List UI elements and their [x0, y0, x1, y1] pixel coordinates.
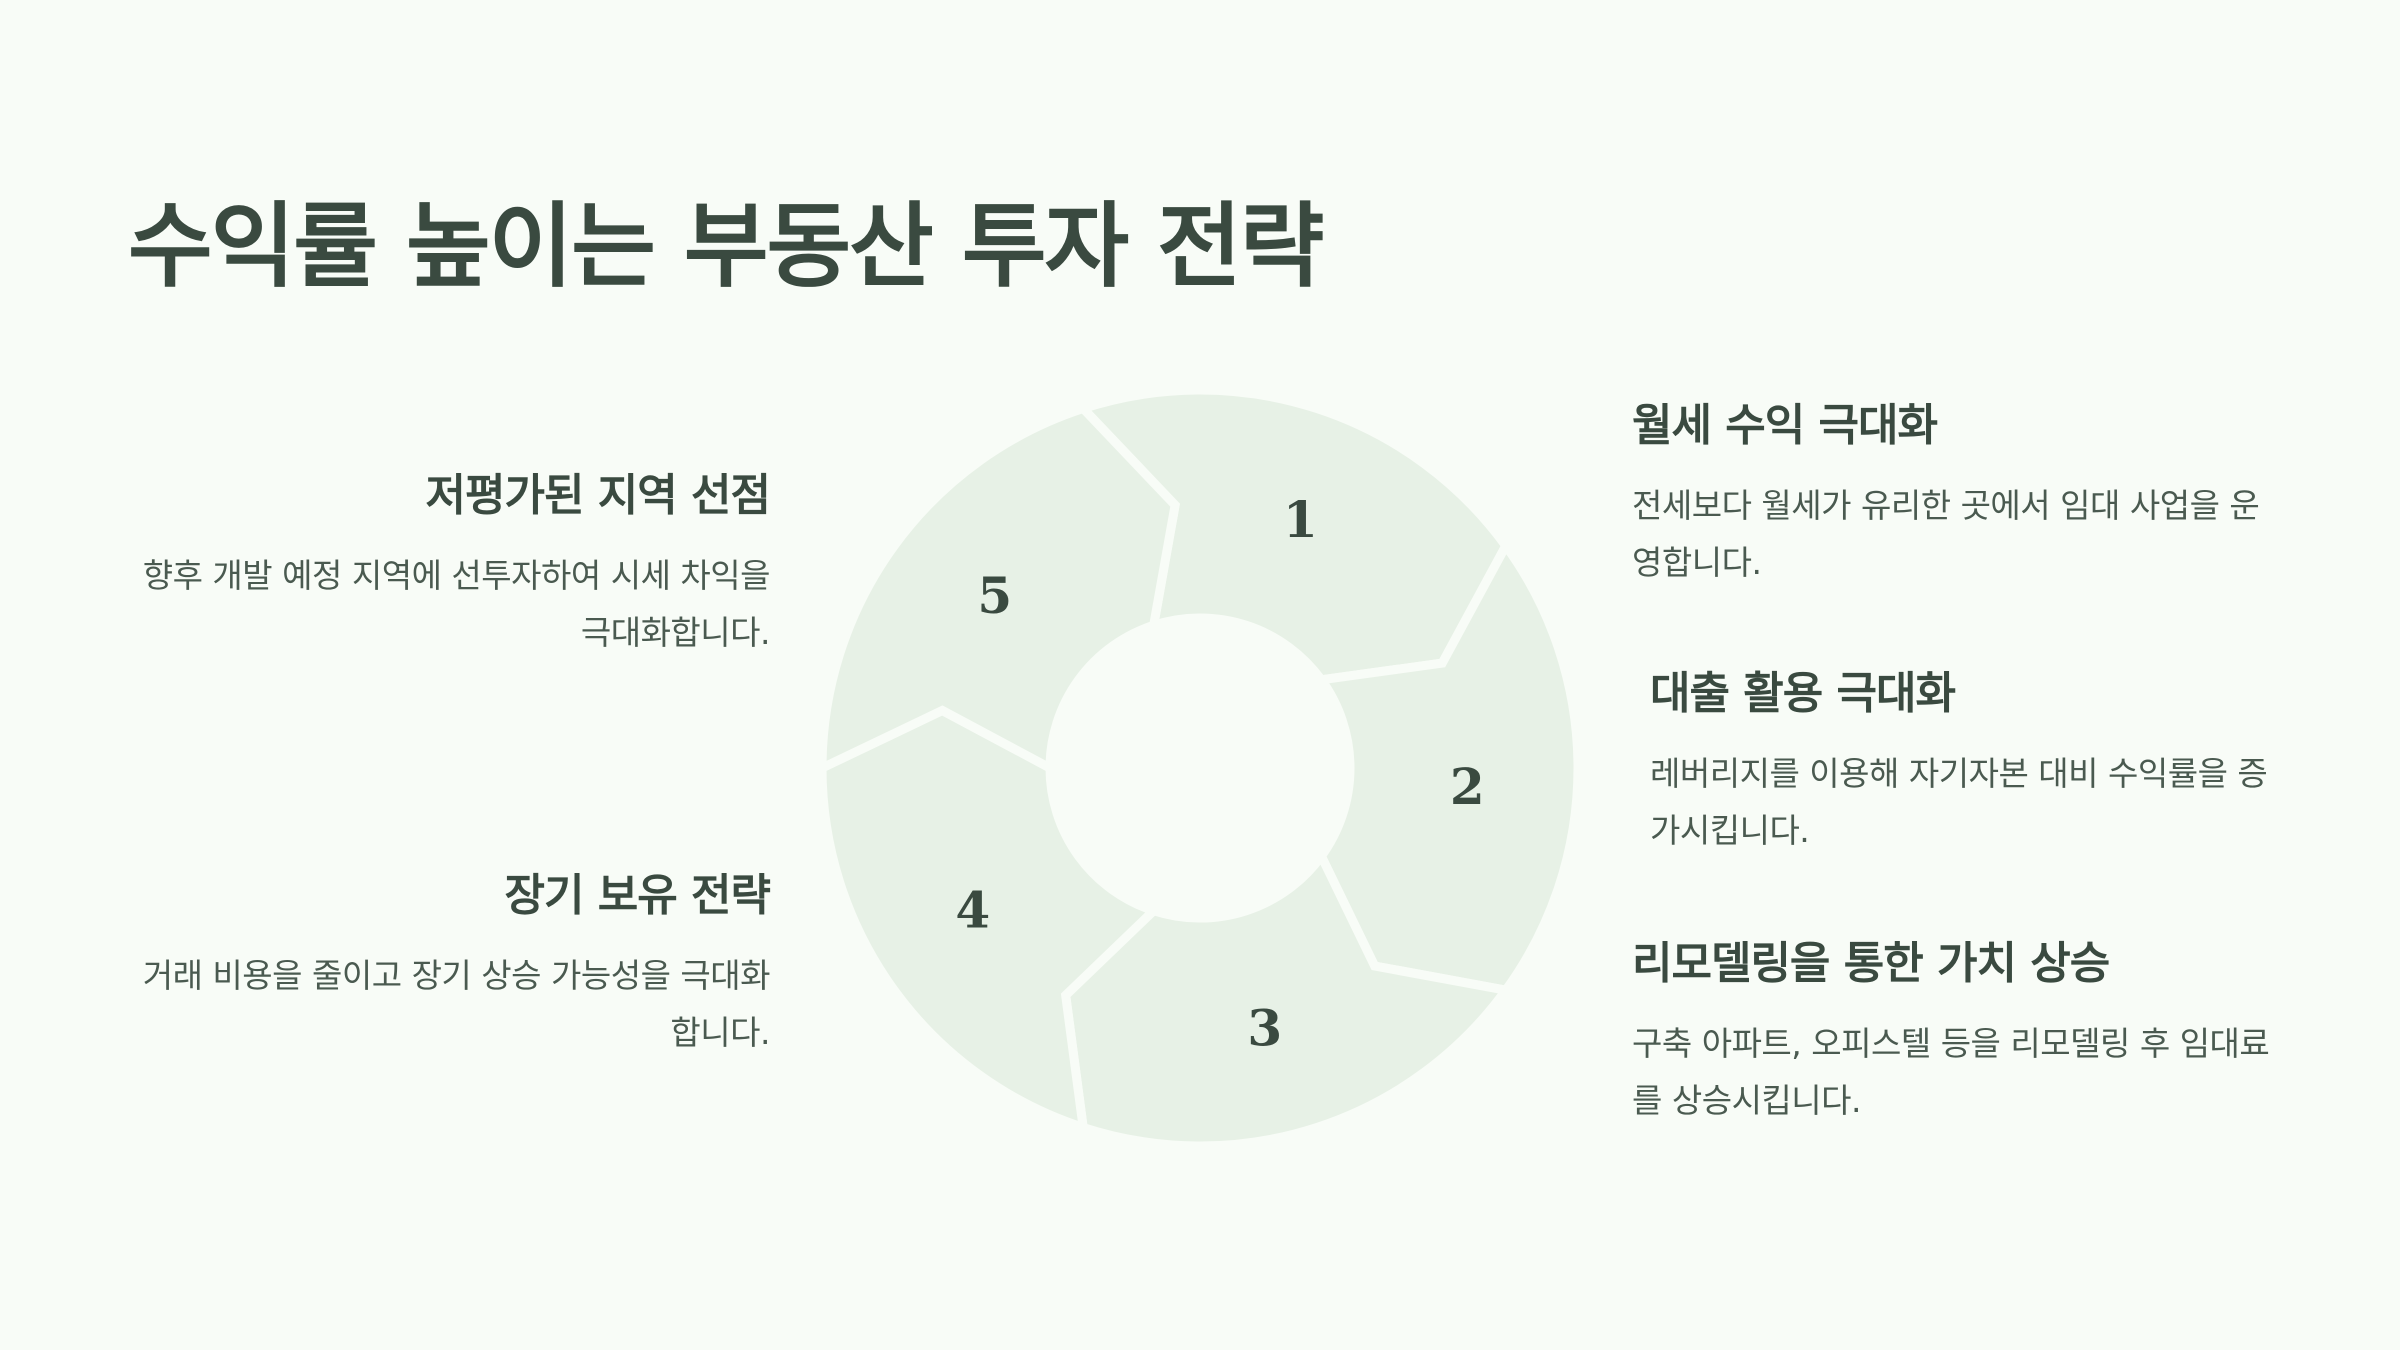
- step-4-block: 리모델링을 통한 가치 상승 구축 아파트, 오피스텔 등을 리모델링 후 임대…: [1632, 938, 2272, 1129]
- step-5-description: 거래 비용을 줄이고 장기 상승 가능성을 극대화합니다.: [142, 955, 771, 1052]
- page-title: 수익률 높이는 부동산 투자 전략: [128, 193, 1324, 300]
- cycle-number-4: 4: [955, 881, 990, 940]
- cycle-segment-2: [1313, 537, 1583, 996]
- cycle-segment-4: [817, 705, 1163, 1134]
- cycle-number-1: 1: [1283, 490, 1318, 549]
- step-3-heading: 대출 활용 극대화: [1650, 668, 1956, 719]
- step-1-block: 저평가된 지역 선점 향후 개발 예정 지역에 선투자하여 시세 차익을 극대화…: [130, 470, 771, 661]
- step-3-block: 대출 활용 극대화 레버리지를 이용해 자기자본 대비 수익률을 증가시킵니다.: [1650, 668, 2270, 859]
- step-2-description: 전세보다 월세가 유리한 곳에서 임대 사업을 운영합니다.: [1632, 485, 2260, 582]
- step-4-heading: 리모델링을 통한 가치 상승: [1632, 938, 2110, 989]
- step-5-heading: 장기 보유 전략: [504, 870, 771, 921]
- cycle-number-2: 2: [1450, 757, 1485, 816]
- step-4-description: 구축 아파트, 오피스텔 등을 리모델링 후 임대료를 상승시킵니다.: [1632, 1023, 2270, 1120]
- step-2-heading: 월세 수익 극대화: [1632, 400, 1938, 451]
- step-1-description: 향후 개발 예정 지역에 선투자하여 시세 차익을 극대화합니다.: [142, 555, 771, 652]
- cycle-number-5: 5: [977, 566, 1012, 625]
- cycle-number-3: 3: [1247, 999, 1282, 1058]
- cycle-segment-3: [1060, 847, 1514, 1151]
- cycle-diagram: 1 2 3 4 5: [817, 385, 1583, 1151]
- cycle-segment-1: [1075, 385, 1512, 685]
- step-1-heading: 저평가된 지역 선점: [425, 470, 771, 521]
- step-3-description: 레버리지를 이용해 자기자본 대비 수익률을 증가시킵니다.: [1650, 753, 2268, 850]
- step-5-block: 장기 보유 전략 거래 비용을 줄이고 장기 상승 가능성을 극대화합니다.: [130, 870, 771, 1061]
- step-2-block: 월세 수익 극대화 전세보다 월세가 유리한 곳에서 임대 사업을 운영합니다.: [1632, 400, 2272, 591]
- cycle-segment-5: [817, 403, 1180, 776]
